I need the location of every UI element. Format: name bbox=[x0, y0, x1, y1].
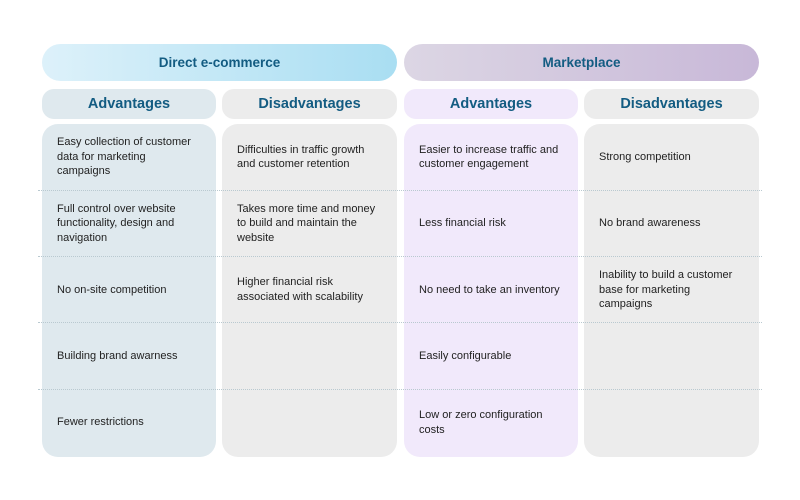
column-marketplace-advantages: Easier to increase traffic and customer … bbox=[404, 124, 578, 457]
list-item: No brand awareness bbox=[599, 217, 701, 230]
list-item: Building brand awarness bbox=[57, 349, 178, 362]
list-item: Strong competition bbox=[599, 150, 691, 163]
column-header-direct-advantages: Advantages bbox=[42, 89, 216, 119]
list-item: Less financial risk bbox=[419, 217, 506, 230]
column-header-marketplace-disadvantages: Disadvantages bbox=[584, 89, 759, 119]
row-divider bbox=[38, 389, 762, 390]
group-header-direct-ecommerce: Direct e-commerce bbox=[42, 44, 397, 81]
list-item: Inability to build a customer base for m… bbox=[599, 269, 733, 311]
list-item: No need to take an inventory bbox=[419, 283, 560, 296]
list-item: Full control over website functionality,… bbox=[57, 202, 176, 244]
row-divider bbox=[38, 322, 762, 323]
column-direct-disadvantages: Difficulties in traffic growth and custo… bbox=[222, 124, 397, 457]
column-header-marketplace-advantages: Advantages bbox=[404, 89, 578, 119]
list-item: Higher financial risk associated with sc… bbox=[237, 276, 363, 303]
list-item: Easily configurable bbox=[419, 349, 512, 362]
column-direct-advantages: Easy collection of customer data for mar… bbox=[42, 124, 216, 457]
group-header-marketplace: Marketplace bbox=[404, 44, 759, 81]
list-item: Easier to increase traffic and customer … bbox=[419, 143, 559, 171]
row-divider bbox=[38, 190, 762, 191]
list-item: No on-site competition bbox=[57, 283, 167, 296]
list-item: Takes more time and money to build and m… bbox=[237, 202, 376, 244]
column-header-direct-disadvantages: Disadvantages bbox=[222, 89, 397, 119]
list-item: Difficulties in traffic growth and custo… bbox=[237, 143, 365, 171]
list-item: Easy collection of customer data for mar… bbox=[57, 136, 191, 178]
list-item: Low or zero configuration costs bbox=[419, 409, 543, 436]
row-divider bbox=[38, 256, 762, 257]
list-item: Fewer restrictions bbox=[57, 416, 144, 429]
